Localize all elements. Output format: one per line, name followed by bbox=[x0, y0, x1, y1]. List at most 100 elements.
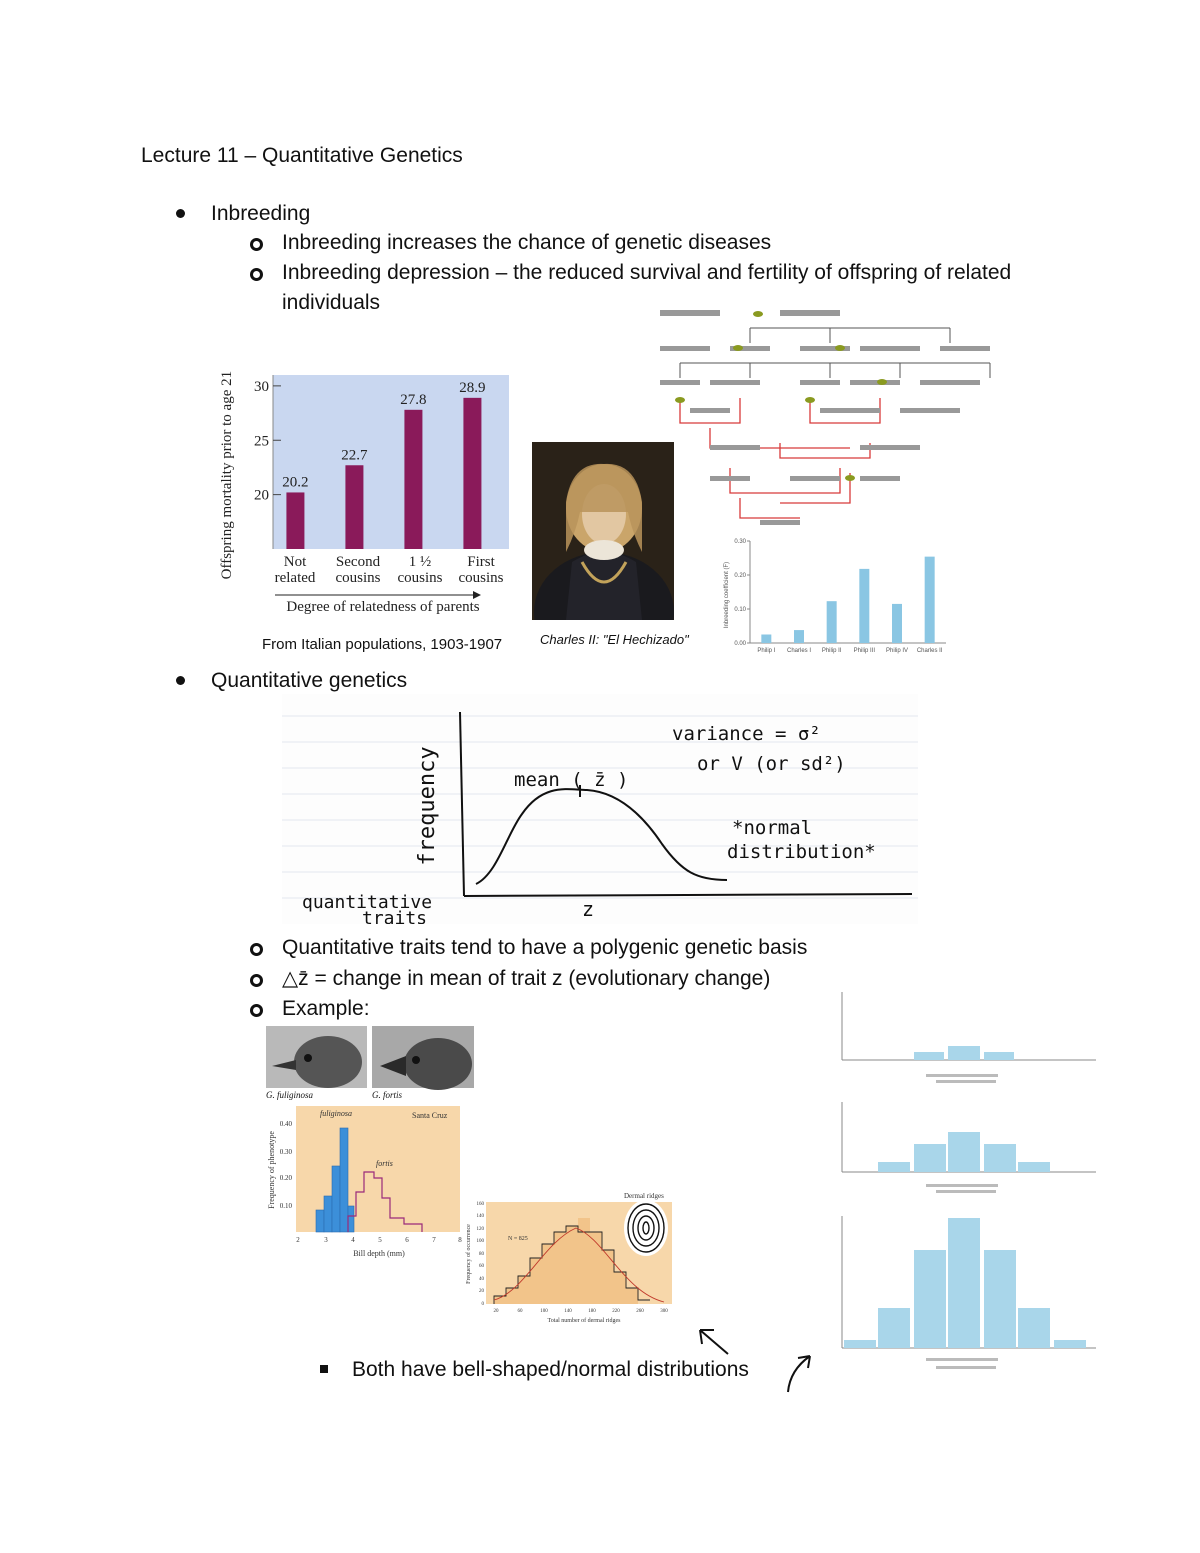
y-tick-label: 0.00 bbox=[734, 641, 746, 647]
bar bbox=[345, 465, 364, 549]
sketch-xlabel: z bbox=[582, 897, 594, 921]
xtick: 5 bbox=[378, 1236, 382, 1244]
bar bbox=[892, 603, 902, 643]
y-tick-label: 0.20 bbox=[734, 573, 746, 579]
ytick: 0 bbox=[482, 1302, 485, 1307]
sketch-ylabel: frequency bbox=[415, 746, 440, 865]
finch-caption-left: G. fuliginosa bbox=[266, 1090, 314, 1100]
sketch-or-v: or V (or sd²) bbox=[697, 753, 846, 775]
bar bbox=[463, 397, 482, 549]
normal-curve bbox=[475, 788, 728, 885]
x-tick-label: Second bbox=[336, 554, 381, 570]
ylabel: Frequency of phenotype bbox=[267, 1131, 276, 1209]
allele-histogram-c bbox=[841, 1216, 1096, 1369]
ytick: 80 bbox=[479, 1252, 485, 1257]
label-n: N = 825 bbox=[508, 1236, 528, 1242]
label-dermal-ridges: Dermal ridges bbox=[624, 1192, 664, 1200]
y-tick-label: 30 bbox=[254, 379, 269, 395]
bar bbox=[761, 634, 772, 643]
ytick: 0.40 bbox=[280, 1120, 293, 1128]
charles-portrait bbox=[532, 442, 674, 620]
mortality-bar-chart: 30 25 20 20.2 22.7 27.8 28.9 Not related Seco… bbox=[219, 370, 509, 615]
x-tick-label: Philip IV bbox=[886, 648, 908, 654]
x-tick-label: Not bbox=[284, 554, 307, 570]
sketch-quant-1: quantitative bbox=[302, 892, 432, 913]
bullet-square bbox=[320, 1365, 328, 1373]
bar bbox=[794, 630, 804, 643]
sub-bullet-depression: Inbreeding depression – the reduced surv… bbox=[282, 261, 1012, 284]
x-tick-label: cousins bbox=[336, 570, 381, 586]
label-fuliginosa: fuliginosa bbox=[320, 1109, 352, 1118]
bullet-ring bbox=[250, 1004, 263, 1017]
italian-caption: From Italian populations, 1903-1907 bbox=[262, 636, 503, 653]
habsburg-pedigree bbox=[660, 310, 991, 525]
bullet-ring bbox=[250, 268, 263, 281]
xtick: 300 bbox=[660, 1309, 668, 1314]
xtick: 140 bbox=[564, 1309, 572, 1314]
x-tick-label: First bbox=[467, 554, 495, 570]
sketch-variance: variance = σ² bbox=[672, 723, 821, 745]
xlabel: Bill depth (mm) bbox=[353, 1249, 405, 1258]
bar bbox=[859, 568, 870, 643]
xtick: 2 bbox=[296, 1236, 300, 1244]
bar bbox=[924, 556, 935, 643]
bill-depth-histogram: fuliginosa fortis Santa Cruz 0.40 0.30 0… bbox=[267, 1106, 462, 1258]
ytick: 120 bbox=[477, 1227, 485, 1232]
y-tick-label: 0.30 bbox=[734, 539, 746, 545]
y-tick-label: 25 bbox=[254, 433, 269, 449]
label-fortis: fortis bbox=[376, 1159, 393, 1168]
y-tick-label: 20 bbox=[254, 488, 269, 504]
ytick: 20 bbox=[479, 1289, 485, 1294]
ytick: 40 bbox=[479, 1277, 485, 1282]
bullet-quantitative: Quantitative genetics bbox=[211, 669, 408, 692]
xtick: 180 bbox=[588, 1309, 596, 1314]
bullet-ring bbox=[250, 943, 263, 956]
bar bbox=[826, 601, 837, 643]
label-santa-cruz: Santa Cruz bbox=[412, 1111, 448, 1120]
xtick: 6 bbox=[405, 1236, 409, 1244]
charles-caption: Charles II: "El Hechizado" bbox=[540, 632, 689, 647]
x-tick-label: related bbox=[275, 570, 316, 586]
data-label: 22.7 bbox=[341, 447, 368, 463]
sub-bullet-diseases: Inbreeding increases the chance of genet… bbox=[282, 231, 772, 254]
ylabel: Frequency of occurrence bbox=[465, 1224, 472, 1284]
sketch-mean: mean ( z̄ ) bbox=[514, 769, 628, 791]
xtick: 4 bbox=[351, 1236, 355, 1244]
y-axis-label: Offspring mortality prior to age 21 (%) bbox=[219, 370, 235, 579]
page-title: Lecture 11 – Quantitative Genetics bbox=[141, 144, 463, 167]
x-tick-label: 1 ½ bbox=[409, 554, 432, 570]
bullet-ring bbox=[250, 974, 263, 987]
xlabel: Total number of dermal ridges bbox=[548, 1317, 622, 1324]
xtick: 60 bbox=[518, 1309, 524, 1314]
x-tick-label: cousins bbox=[398, 570, 443, 586]
bar bbox=[286, 492, 305, 549]
xtick: 3 bbox=[324, 1236, 328, 1244]
xtick: 220 bbox=[612, 1309, 620, 1314]
ytick: 0.30 bbox=[280, 1148, 293, 1156]
bar bbox=[404, 409, 423, 549]
data-label: 28.9 bbox=[459, 380, 485, 396]
x-tick-label: Philip I bbox=[757, 648, 775, 654]
data-label: 27.8 bbox=[400, 392, 426, 408]
x-tick-label: Charles II bbox=[917, 648, 943, 654]
data-label: 20.2 bbox=[282, 474, 308, 490]
bullet-dot bbox=[176, 676, 185, 685]
ytick: 140 bbox=[477, 1214, 485, 1219]
xtick: 7 bbox=[432, 1236, 436, 1244]
finch-caption-right: G. fortis bbox=[372, 1090, 403, 1100]
xtick: 20 bbox=[494, 1309, 500, 1314]
x-axis-label: Degree of relatedness of parents bbox=[286, 599, 479, 615]
xtick: 260 bbox=[636, 1309, 644, 1314]
y-axis-label: Inbreeding coefficient (F) bbox=[724, 562, 730, 628]
ytick: 0.20 bbox=[280, 1174, 293, 1182]
arrow-up-right-icon bbox=[787, 1355, 811, 1393]
x-tick-label: Philip II bbox=[822, 648, 842, 654]
subsub-bullet-bell-shaped: Both have bell-shaped/normal distributio… bbox=[352, 1358, 749, 1381]
allele-histogram-a bbox=[841, 992, 1096, 1083]
sketch-quant-2: traits bbox=[362, 908, 427, 924]
bullet-inbreeding: Inbreeding bbox=[211, 202, 311, 225]
sub-bullet-example: Example: bbox=[282, 997, 370, 1020]
sub-bullet-delta-z: △z̄ = change in mean of trait z (evoluti… bbox=[282, 967, 771, 990]
finch-photos bbox=[266, 1026, 474, 1090]
